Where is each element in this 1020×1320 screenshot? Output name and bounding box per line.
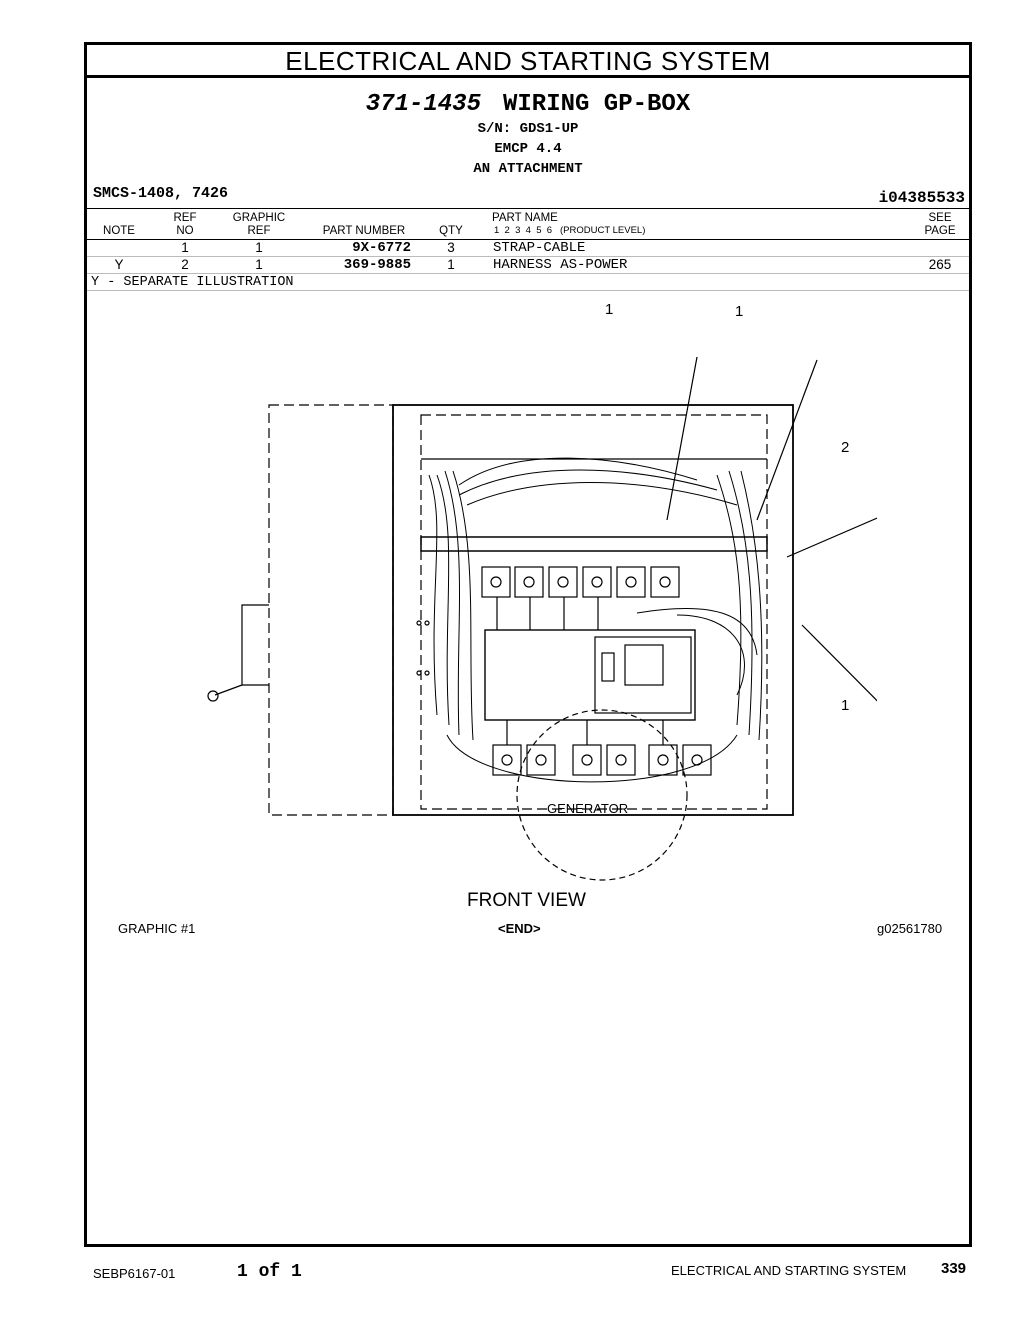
row-ref-no: 1 [181, 240, 189, 255]
row-note: Y [114, 257, 124, 272]
footer-page-count: 1 of 1 [237, 1262, 302, 1282]
smcs-code: SMCS-1408, 7426 [93, 185, 229, 202]
callout-2: 2 [841, 439, 850, 456]
callout-1b: 1 [735, 303, 744, 320]
side-panel [268, 404, 394, 816]
callout-1c: 1 [841, 697, 850, 714]
footer-section: ELECTRICAL AND STARTING SYSTEM [671, 1263, 907, 1278]
col-ref-no-2: NO [176, 225, 194, 237]
col-product-level: 1 2 3 4 5 6 (PRODUCT LEVEL) [494, 225, 646, 236]
info-id: i04385533 [878, 189, 965, 207]
front-view-label: FRONT VIEW [467, 890, 586, 911]
handle-rod [214, 684, 243, 696]
row-ref-no: 2 [181, 257, 189, 272]
breaker-display [601, 652, 615, 682]
footer-page-number: 339 [941, 1260, 967, 1277]
col-ref-no-1: REF [173, 212, 197, 224]
graphic-id: g02561780 [877, 921, 943, 936]
breaker-face [594, 636, 692, 714]
generator-label: GENERATOR [547, 801, 629, 816]
row-part-name: STRAP-CABLE [493, 240, 586, 256]
graphic-label: GRAPHIC #1 [118, 921, 196, 936]
page-title: ELECTRICAL AND STARTING SYSTEM [87, 45, 969, 78]
row-divider [87, 273, 969, 274]
row-divider [87, 256, 969, 257]
col-graphic-ref-2: REF [247, 225, 271, 237]
page-frame: ELECTRICAL AND STARTING SYSTEM 371-1435 W… [84, 42, 972, 1247]
group-header: 371-1435 WIRING GP-BOX S/N: GDS1-UP EMCP … [87, 91, 969, 179]
table-top-rule [87, 208, 969, 209]
cable-bundles [428, 457, 763, 783]
row-part-number[interactable]: 9X-6772 [352, 240, 411, 256]
group-number[interactable]: 371-1435 [365, 91, 481, 118]
row-qty: 3 [447, 240, 455, 255]
generator-outline [516, 709, 688, 881]
row-see-page[interactable]: 265 [928, 257, 952, 272]
col-see-page-1: SEE [928, 212, 952, 224]
row-graphic-ref: 1 [255, 257, 263, 272]
breaker-body [484, 629, 696, 721]
enclosure [392, 404, 794, 816]
col-part-number: PART NUMBER [322, 225, 406, 237]
row-qty: 1 [447, 257, 455, 272]
header-bottom-rule [87, 239, 969, 240]
col-graphic-ref-1: GRAPHIC [232, 212, 286, 224]
end-marker: <END> [498, 921, 541, 936]
col-note: NOTE [103, 225, 135, 237]
callout-1a: 1 [605, 301, 614, 318]
row-part-number[interactable]: 369-9885 [343, 257, 411, 273]
row-part-name: HARNESS AS-POWER [493, 257, 628, 273]
enclosure-inner [420, 414, 768, 810]
legend-rule [87, 290, 969, 291]
row-graphic-ref: 1 [255, 240, 263, 255]
footer-doc-id: SEBP6167-01 [93, 1266, 176, 1281]
col-see-page-2: PAGE [924, 225, 956, 237]
leader-line [756, 359, 818, 521]
lower-terminals [492, 720, 712, 776]
leader-line [786, 517, 877, 558]
leader-line [801, 624, 877, 702]
control-model: EMCP 4.4 [494, 141, 562, 157]
wiring-illustration [207, 356, 877, 881]
group-name: WIRING GP-BOX [502, 91, 691, 118]
upper-terminals [481, 566, 680, 630]
col-part-name: PART NAME [492, 212, 558, 224]
serial-range: S/N: GDS1-UP [477, 121, 579, 137]
breaker-switch [624, 644, 664, 686]
legend-note: Y - SEPARATE ILLUSTRATION [91, 275, 294, 290]
handle-knob [207, 690, 219, 702]
attachment-type: AN ATTACHMENT [473, 161, 583, 177]
col-qty: QTY [439, 225, 463, 237]
cross-rail [420, 536, 768, 552]
leader-line [666, 356, 698, 521]
handle-bracket [241, 604, 269, 686]
